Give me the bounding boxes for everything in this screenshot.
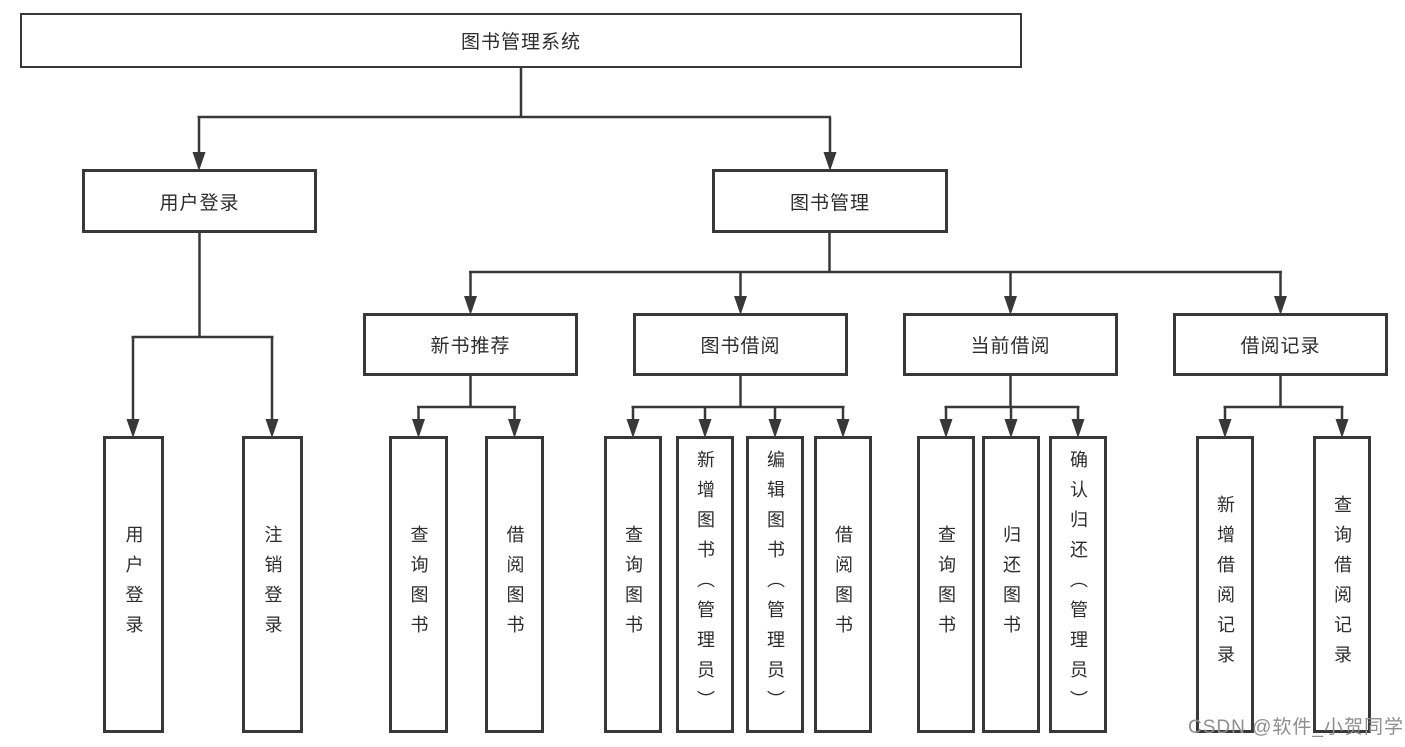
leaf-nb-query-book: 查询图书 — [389, 436, 448, 733]
leaf-bb-add-book-admin: 新增图书（管理员） — [676, 436, 734, 733]
node-label: 确认归还（管理员） — [1068, 449, 1088, 720]
node-label: 新增图书（管理员） — [695, 449, 715, 720]
node-label: 当前借阅 — [970, 336, 1051, 357]
node-user-login: 用户登录 — [82, 169, 317, 233]
leaf-bb-query-book: 查询图书 — [604, 436, 662, 733]
node-label: 图书管理系统 — [460, 32, 581, 53]
leaf-cb-return-book: 归还图书 — [982, 436, 1040, 733]
node-label: 图书借阅 — [700, 336, 781, 357]
node-label: 借阅记录 — [1240, 336, 1321, 357]
node-label: 用户登录 — [123, 524, 144, 645]
leaf-user-login: 用户登录 — [103, 436, 164, 733]
node-label: 借阅图书 — [504, 524, 525, 645]
node-book-borrow: 图书借阅 — [633, 313, 848, 376]
leaf-br-query-record: 查询借阅记录 — [1313, 436, 1371, 733]
leaf-nb-borrow-book: 借阅图书 — [485, 436, 544, 733]
leaf-cb-query-book: 查询图书 — [917, 436, 975, 733]
csdn-watermark: CSDN @软件_小贺同学 — [1188, 717, 1404, 738]
leaf-bb-edit-book-admin: 编辑图书（管理员） — [746, 436, 804, 733]
node-label: 新书推荐 — [430, 336, 511, 357]
node-label: 查询图书 — [936, 524, 956, 645]
node-borrow-records: 借阅记录 — [1173, 313, 1388, 376]
node-label: 用户登录 — [159, 192, 240, 214]
node-label: 图书管理 — [789, 192, 870, 214]
node-book-management: 图书管理 — [712, 169, 948, 233]
node-label: 新增借阅记录 — [1215, 494, 1235, 675]
node-label: 查询图书 — [408, 524, 429, 645]
leaf-br-add-record: 新增借阅记录 — [1196, 436, 1254, 733]
node-label: 查询借阅记录 — [1332, 494, 1352, 675]
leaf-bb-borrow-book: 借阅图书 — [814, 436, 872, 733]
node-label: 归还图书 — [1001, 524, 1021, 645]
leaf-cb-confirm-return-admin: 确认归还（管理员） — [1049, 436, 1107, 733]
node-new-book-recommend: 新书推荐 — [363, 313, 578, 376]
leaf-logout: 注销登录 — [242, 436, 303, 733]
node-current-borrow: 当前借阅 — [903, 313, 1118, 376]
node-label: 编辑图书（管理员） — [765, 449, 785, 720]
node-label: 借阅图书 — [833, 524, 853, 645]
node-library-system: 图书管理系统 — [20, 13, 1022, 68]
node-label: 注销登录 — [262, 524, 283, 645]
node-label: 查询图书 — [623, 524, 643, 645]
